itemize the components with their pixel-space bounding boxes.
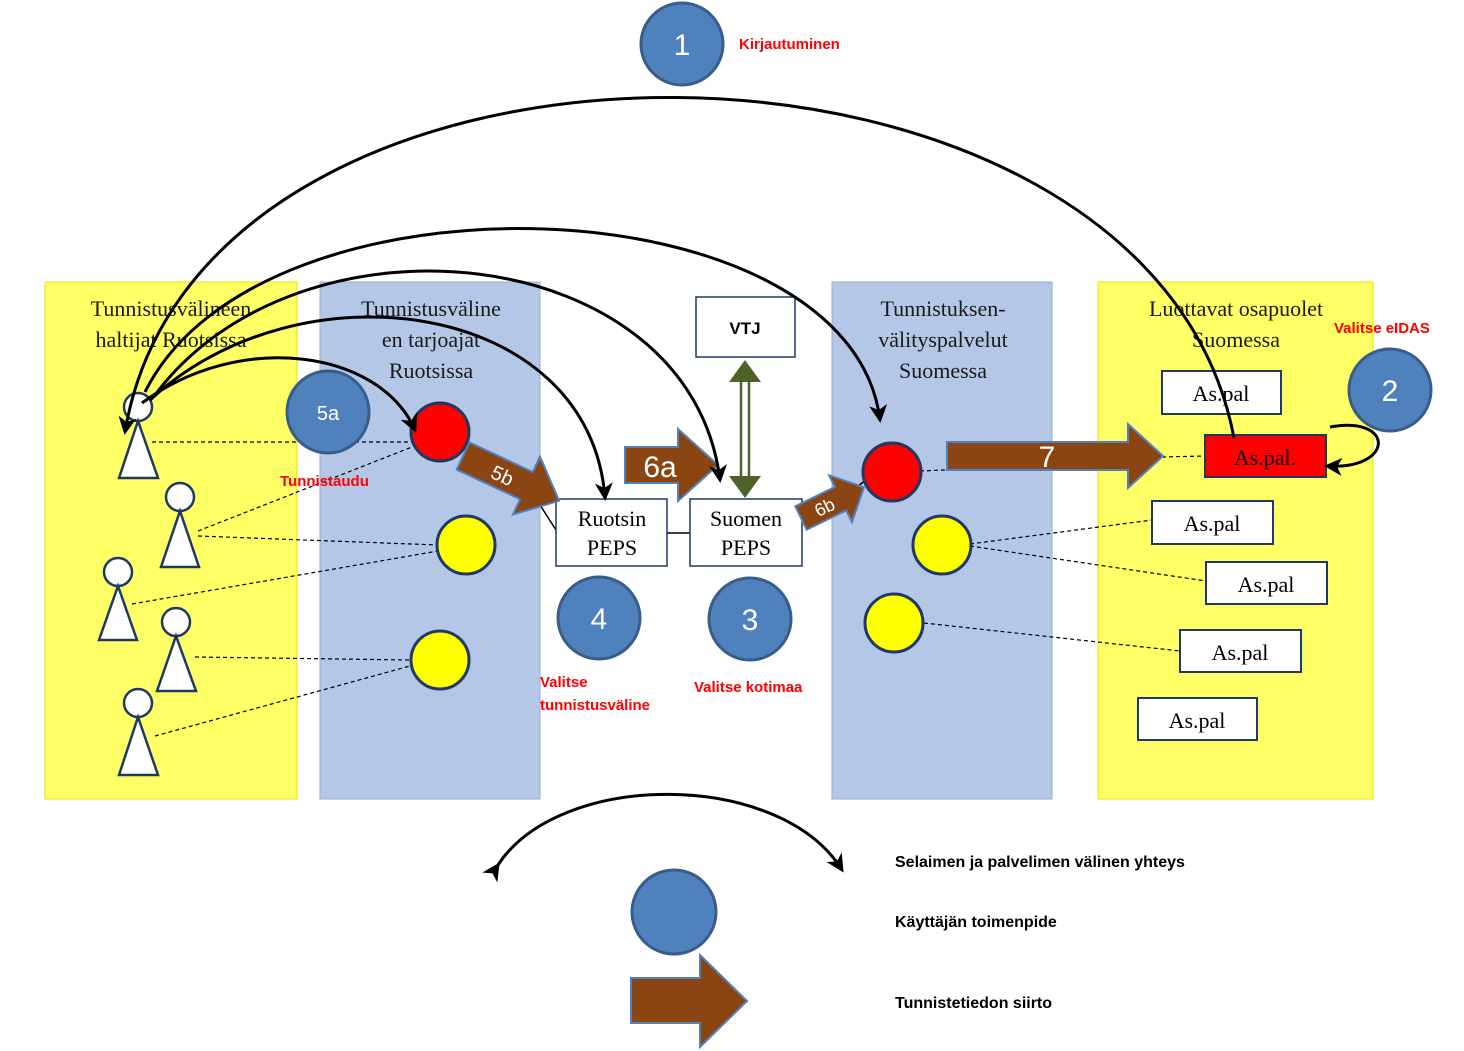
step-4: 4: [556, 575, 642, 661]
ruotsin-peps-line1: Ruotsin: [578, 506, 646, 531]
brokers-title-line3: Suomessa: [899, 358, 987, 383]
service-box-6: [1137, 697, 1258, 741]
step-2-circle: [1347, 347, 1433, 433]
service-label-5: As.pal: [1212, 640, 1269, 665]
transfer-7-label: 7: [1039, 441, 1056, 474]
step-3: 3: [707, 576, 793, 662]
step-1-circle: [639, 1, 725, 87]
transfer-arrow-6b: 6b: [793, 473, 866, 532]
service-label-selected: As.pal.: [1234, 445, 1296, 470]
step-4-number: 4: [591, 603, 608, 636]
step-5a-label: Tunnistaudu: [280, 473, 369, 490]
step-4-label-line1: Valitse: [540, 674, 588, 691]
step-1-label: Kirjautuminen: [739, 36, 840, 53]
vtj-box: [695, 296, 796, 358]
vtj-double-arrow: [729, 360, 761, 498]
service-label-3: As.pal: [1184, 511, 1241, 536]
provider-to-ruotsin-link: [539, 504, 557, 531]
step-3-number: 3: [742, 604, 759, 637]
user-figure-4: [155, 606, 198, 693]
legend-connection-arrow: [482, 792, 844, 883]
legend-user-action-circle: [630, 868, 718, 956]
step-5a-circle: [285, 369, 371, 455]
step-2-label: Valitse eIDAS: [1334, 320, 1430, 337]
suomen-peps-line2: PEPS: [721, 535, 771, 560]
step-5a: 5a: [285, 369, 371, 455]
user-figure-5: [117, 687, 160, 777]
provider-node-3: [409, 629, 471, 691]
legend-connection-label: Selaimen ja palvelimen välinen yhteys: [895, 854, 1185, 871]
user-figure-1: [117, 391, 160, 480]
transfer-arrow-7: 7: [946, 421, 1165, 491]
service-box-5: [1179, 629, 1302, 673]
service-box-3: [1151, 500, 1274, 545]
step-2-number: 2: [1382, 375, 1399, 408]
legend: Selaimen ja palvelimen välinen yhteys Kä…: [482, 792, 1185, 1050]
user-figures: [97, 391, 201, 777]
service-label-6: As.pal: [1169, 708, 1226, 733]
service-box-4: [1205, 561, 1328, 605]
legend-user-action-label: Käyttäjän toimenpide: [895, 914, 1057, 931]
step-4-circle: [556, 575, 642, 661]
column-providers: [319, 281, 541, 800]
transfer-6a-label: 6a: [643, 451, 677, 484]
user-figure-3: [97, 556, 139, 642]
dotted-links: [131, 441, 1207, 737]
provider-node-selected: [409, 401, 471, 463]
service-box-selected: [1204, 434, 1327, 478]
broker-node-2: [911, 514, 973, 576]
ruotsin-peps-line2: PEPS: [587, 535, 637, 560]
step-1-number: 1: [674, 29, 691, 62]
vtj-label: VTJ: [729, 319, 760, 338]
brokers-title-line2: välityspalvelut: [878, 327, 1008, 352]
relying-title-line1: Luottavat osapuolet: [1149, 296, 1323, 321]
ruotsin-peps-box: [555, 498, 668, 567]
broker-node-3: [863, 592, 925, 654]
step-2: 2: [1347, 347, 1433, 433]
step-3-circle: [707, 576, 793, 662]
suomen-peps-box: [689, 498, 803, 567]
transfer-arrow-6a: 6a: [624, 426, 720, 504]
connection-curves: [118, 96, 1380, 501]
service-label-4: As.pal: [1238, 572, 1295, 597]
relying-title-line2: Suomessa: [1192, 327, 1280, 352]
step-3-label: Valitse kotimaa: [694, 679, 803, 696]
user-figure-2: [159, 481, 201, 569]
transfer-arrow-5b: 5b: [455, 441, 561, 517]
suomen-peps-line1: Suomen: [710, 506, 782, 531]
brokers-title-line1: Tunnistuksen-: [880, 296, 1005, 321]
legend-transfer-label: Tunnistetiedon siirto: [895, 995, 1052, 1012]
step-5a-number: 5a: [317, 403, 340, 425]
provider-node-2: [435, 514, 497, 576]
broker-node-selected: [861, 441, 923, 503]
step-1: 1: [639, 1, 725, 87]
legend-transfer-arrow: [630, 952, 749, 1050]
holders-title-line1: Tunnistusvälineen: [91, 296, 252, 321]
providers-title-line3: Ruotsissa: [389, 358, 474, 383]
step-4-label-line2: tunnistusväline: [540, 697, 650, 714]
